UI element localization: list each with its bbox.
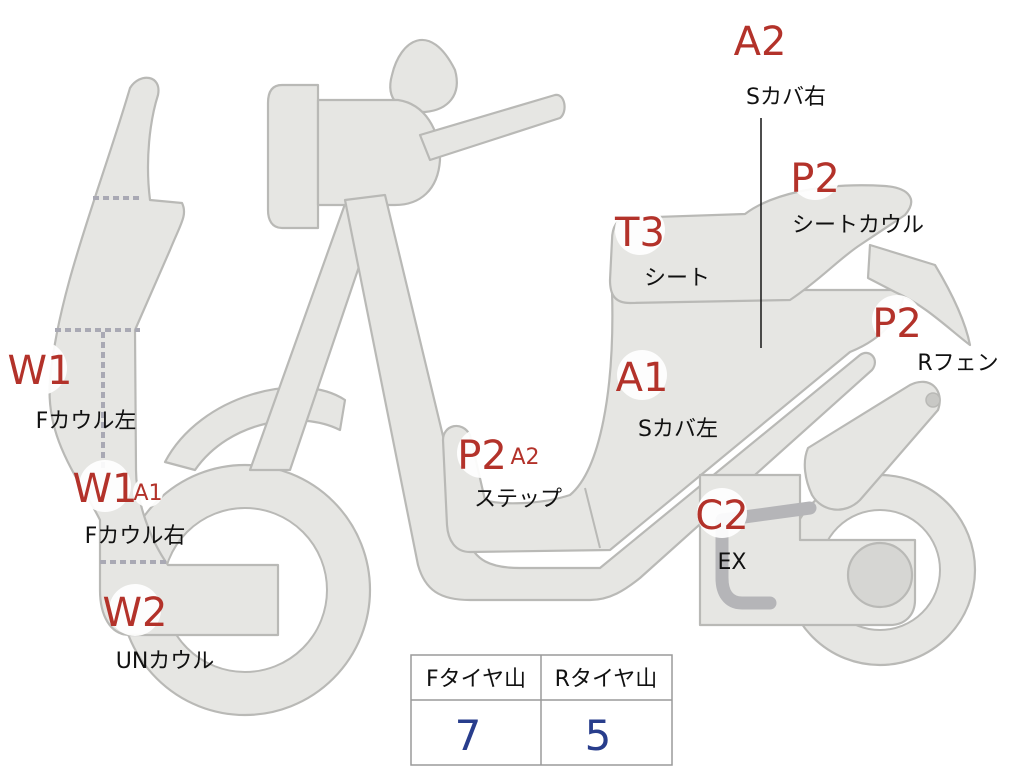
marker-code: P2 bbox=[872, 301, 922, 347]
handle-cover bbox=[316, 98, 442, 207]
frame-floor bbox=[343, 193, 876, 602]
marker-w2-un[interactable]: W2 UNカウル bbox=[103, 584, 215, 674]
marker-p2-step[interactable]: P2 A2 ステップ bbox=[457, 428, 562, 512]
marker-code: W1 bbox=[73, 466, 138, 512]
marker-p2-rfender[interactable]: P2 Rフェン bbox=[872, 295, 999, 376]
marker-code: T3 bbox=[614, 210, 665, 256]
marker-label: Fカウル右 bbox=[85, 524, 186, 549]
marker-label: シート bbox=[644, 266, 710, 291]
marker-sub-code: A1 bbox=[133, 481, 162, 506]
headlight bbox=[266, 83, 320, 230]
marker-code: P2 bbox=[790, 156, 840, 202]
marker-p2-seatcowl[interactable]: P2 シートカウル bbox=[790, 150, 924, 238]
marker-sub-code: A2 bbox=[510, 445, 539, 470]
marker-c2-ex[interactable]: C2 EX bbox=[695, 488, 749, 575]
front-tire-header: Fタイヤ山 bbox=[426, 667, 526, 692]
marker-w1-right[interactable]: W1 A1 Fカウル右 bbox=[73, 460, 186, 549]
marker-code: P2 bbox=[457, 433, 507, 479]
muffler bbox=[803, 380, 941, 511]
marker-a2-top[interactable]: A2 Sカバ右 bbox=[734, 15, 826, 110]
marker-label: Sカバ左 bbox=[638, 417, 718, 442]
marker-label: Sカバ右 bbox=[746, 85, 826, 110]
rear-tire-header: Rタイヤ山 bbox=[555, 667, 658, 692]
marker-label: ステップ bbox=[474, 487, 562, 512]
marker-label: シートカウル bbox=[792, 213, 924, 238]
marker-w1-left[interactable]: W1 Fカウル左 bbox=[8, 341, 137, 434]
marker-label: UNカウル bbox=[116, 649, 215, 674]
rear-tire-value: 5 bbox=[585, 711, 612, 760]
marker-t3-seat[interactable]: T3 シート bbox=[614, 205, 710, 291]
marker-code: W2 bbox=[103, 590, 168, 636]
handlebar bbox=[418, 93, 566, 162]
marker-code: A2 bbox=[734, 19, 787, 65]
marker-label: Rフェン bbox=[917, 351, 998, 376]
marker-label: EX bbox=[718, 550, 747, 575]
front-tire-value: 7 bbox=[455, 711, 482, 760]
marker-code: A1 bbox=[616, 355, 669, 401]
tire-tread-table: Fタイヤ山 Rタイヤ山 7 5 bbox=[410, 654, 673, 766]
marker-a1-scover[interactable]: A1 Sカバ左 bbox=[616, 350, 718, 442]
marker-code: C2 bbox=[695, 493, 748, 539]
scooter-illustration bbox=[48, 38, 977, 717]
exhaust-pipe bbox=[715, 501, 817, 610]
marker-label: Fカウル左 bbox=[36, 409, 137, 434]
side-cover-body bbox=[441, 288, 907, 554]
marker-code: W1 bbox=[8, 348, 73, 394]
